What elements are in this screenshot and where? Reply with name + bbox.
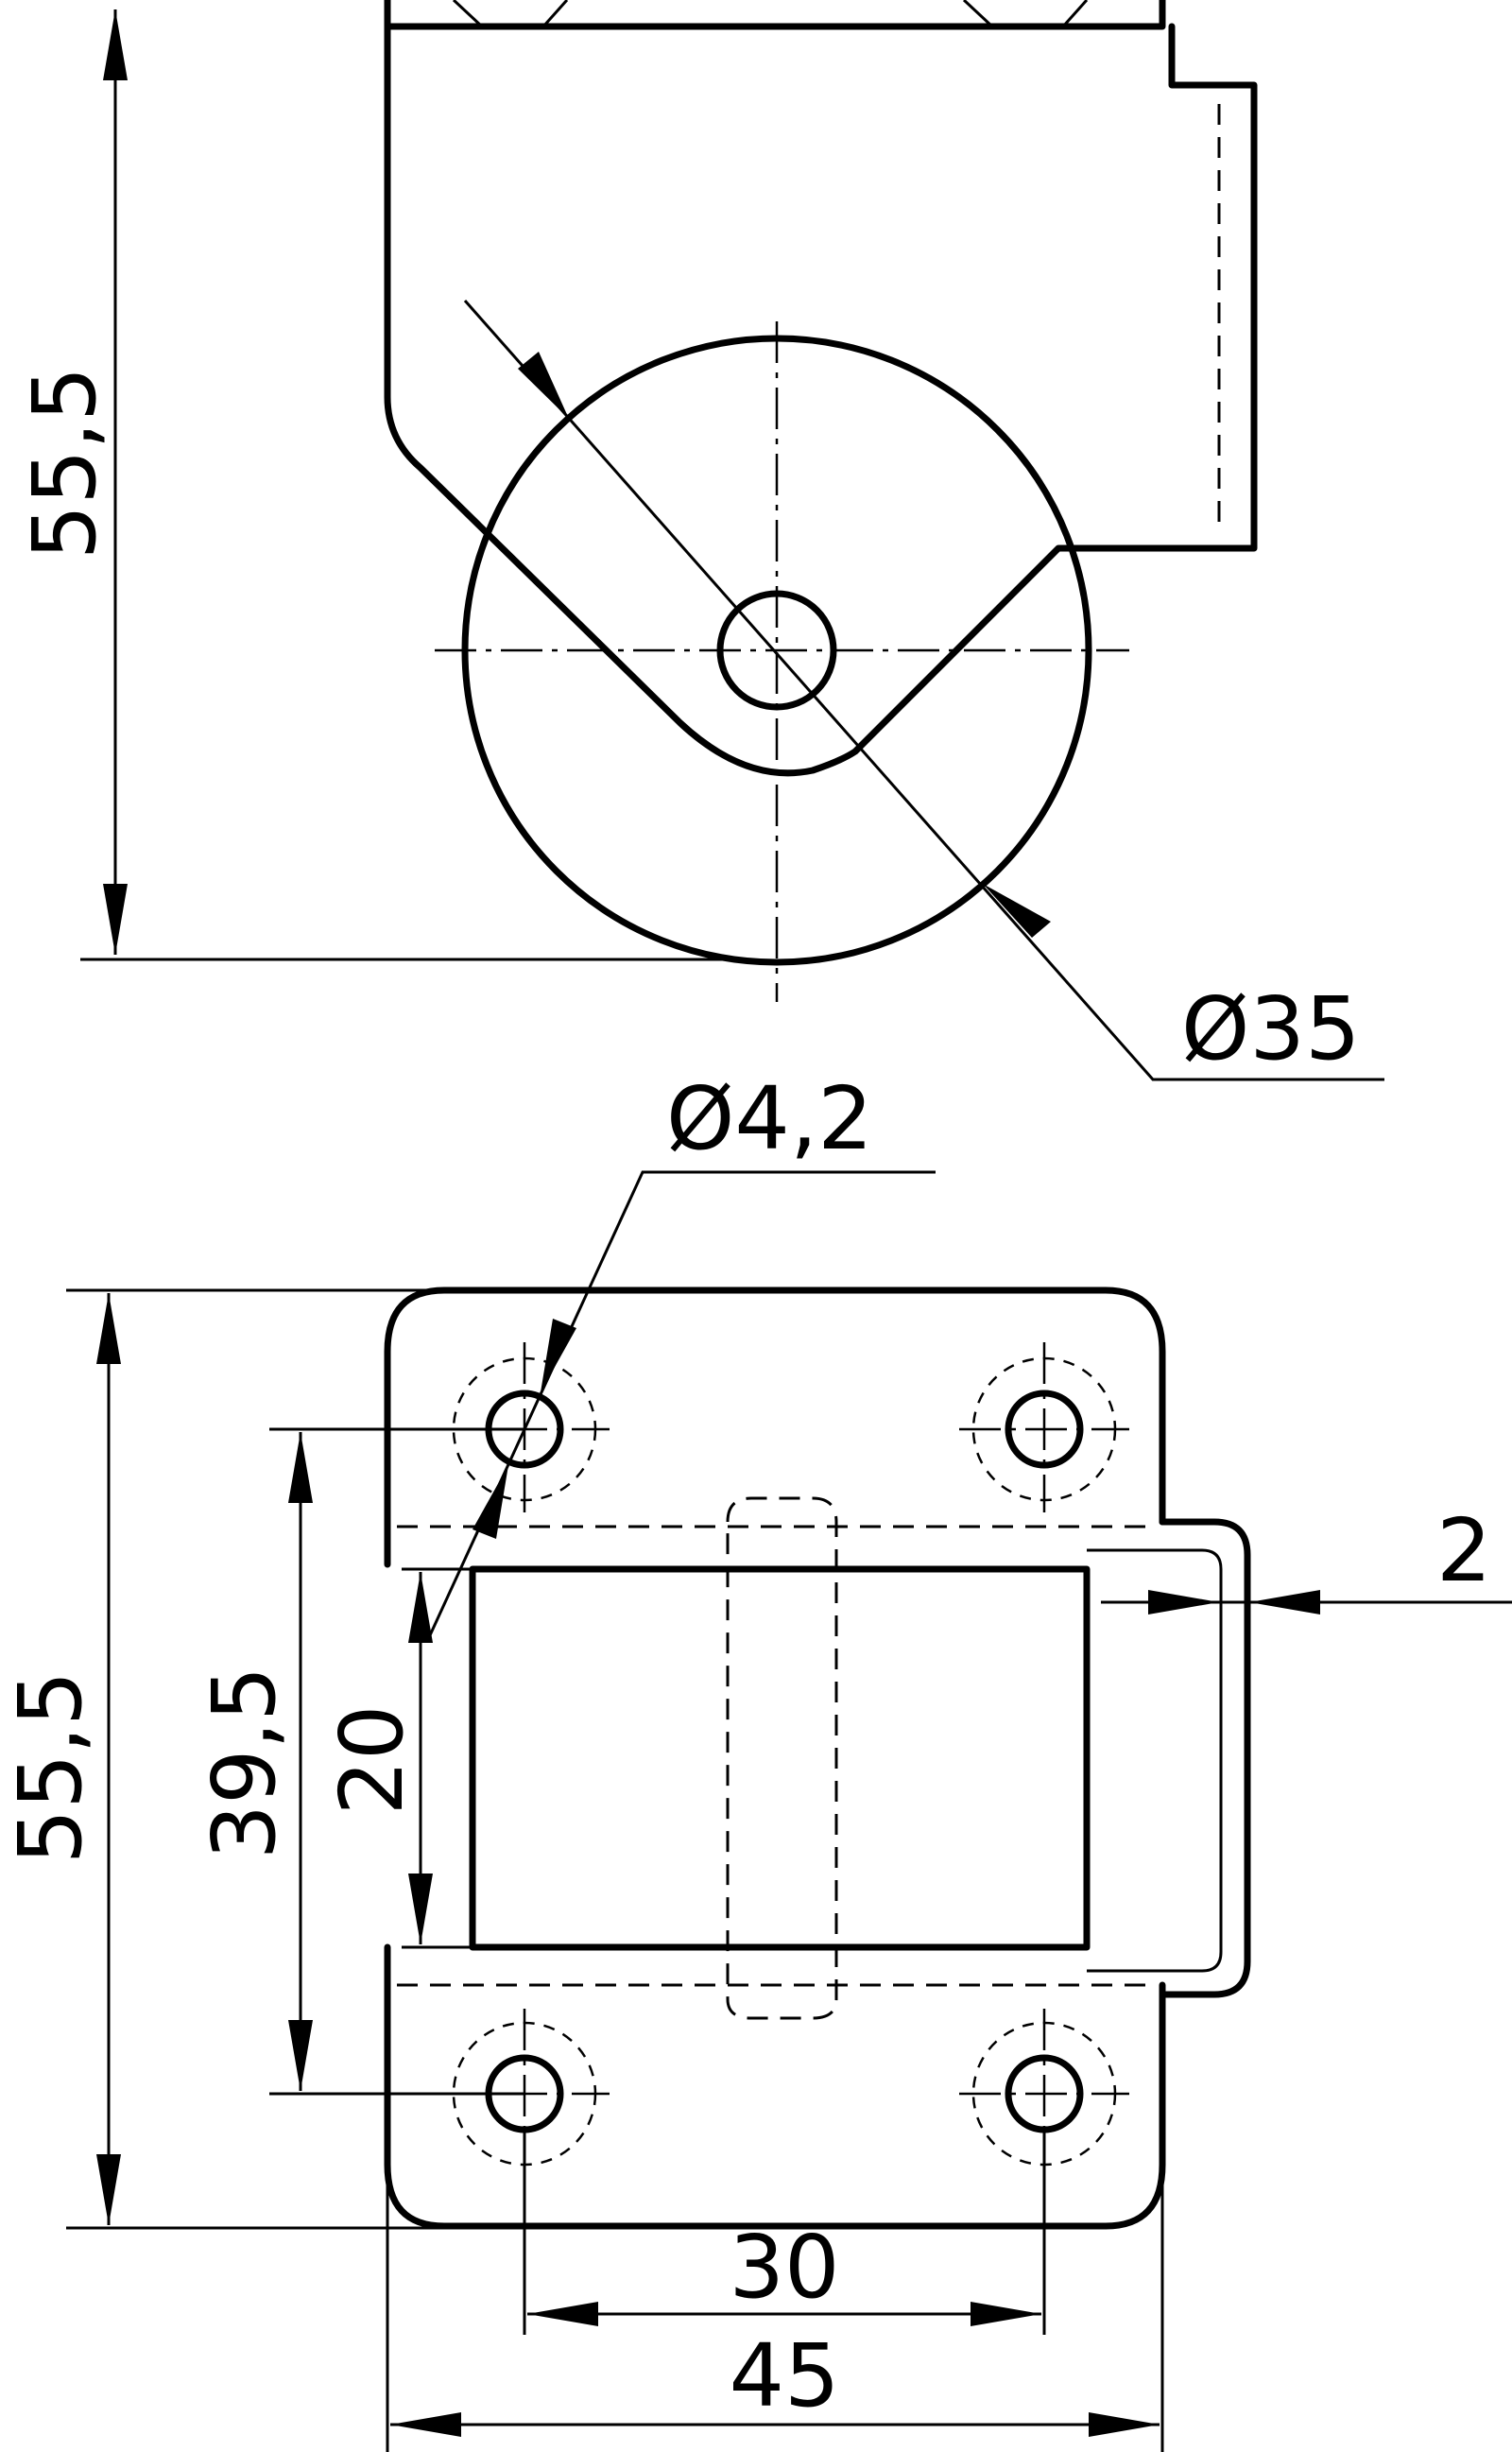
side-top-plate bbox=[384, 0, 1166, 30]
hole-diameter-arrow-top bbox=[541, 1319, 576, 1392]
slot-label: 20 bbox=[321, 1704, 422, 1815]
top-height-arrow-bottom bbox=[96, 2154, 121, 2225]
wheel-diameter-label: Ø35 bbox=[1181, 978, 1360, 1079]
wall-label: 2 bbox=[1436, 1500, 1492, 1601]
wall-arrow-left bbox=[1148, 1590, 1219, 1615]
side-height-arrow-bottom bbox=[103, 884, 128, 955]
hole-spacing-arrow-bottom bbox=[288, 2020, 313, 2091]
side-height-label: 55,5 bbox=[14, 367, 115, 561]
width-arrow-left bbox=[390, 2412, 461, 2437]
wheel-diameter-arrow-top bbox=[518, 352, 569, 419]
horizontal-spacing-arrow-right bbox=[971, 2302, 1041, 2326]
base-plate-lower bbox=[384, 1943, 1166, 2230]
top-view: Ø4,2 55,5 39,5 20 2 30 bbox=[0, 1068, 1512, 2452]
horizontal-spacing-arrow-left bbox=[527, 2302, 598, 2326]
top-height-arrow-top bbox=[96, 1293, 121, 1364]
bracket-side-strip bbox=[1159, 1518, 1251, 1998]
width-label: 45 bbox=[729, 2325, 839, 2426]
axle-slot-hidden bbox=[726, 1496, 838, 2020]
side-top-plate-chamfers bbox=[452, 0, 1089, 28]
side-bracket bbox=[384, 23, 1258, 777]
hole-spacing-horizontal-label: 30 bbox=[729, 2217, 839, 2318]
hole-spacing-vertical-label: 39,5 bbox=[194, 1666, 295, 1860]
slot-arrow-bottom bbox=[408, 1874, 433, 1944]
mounting-hole-top-right bbox=[959, 1342, 1129, 1512]
slot-arrow-top bbox=[408, 1572, 433, 1643]
wall-arrow-right bbox=[1249, 1590, 1320, 1615]
hole-spacing-arrow-top bbox=[288, 1432, 313, 1503]
base-plate bbox=[384, 1286, 1166, 1568]
bracket-side-strip-inner bbox=[1087, 1548, 1223, 1973]
wheel-top-view bbox=[469, 1565, 1091, 1951]
wheel-diameter-arrow-bottom bbox=[983, 884, 1051, 938]
wheel-diameter-leader bbox=[463, 300, 1384, 1081]
hole-diameter-arrow-bottom bbox=[472, 1465, 508, 1539]
side-height-arrow-top bbox=[103, 9, 128, 80]
width-arrow-right bbox=[1089, 2412, 1160, 2437]
side-view: 55,5 Ø35 bbox=[14, 0, 1384, 1081]
top-height-label: 55,5 bbox=[0, 1671, 101, 1865]
hole-diameter-label: Ø4,2 bbox=[666, 1068, 873, 1169]
